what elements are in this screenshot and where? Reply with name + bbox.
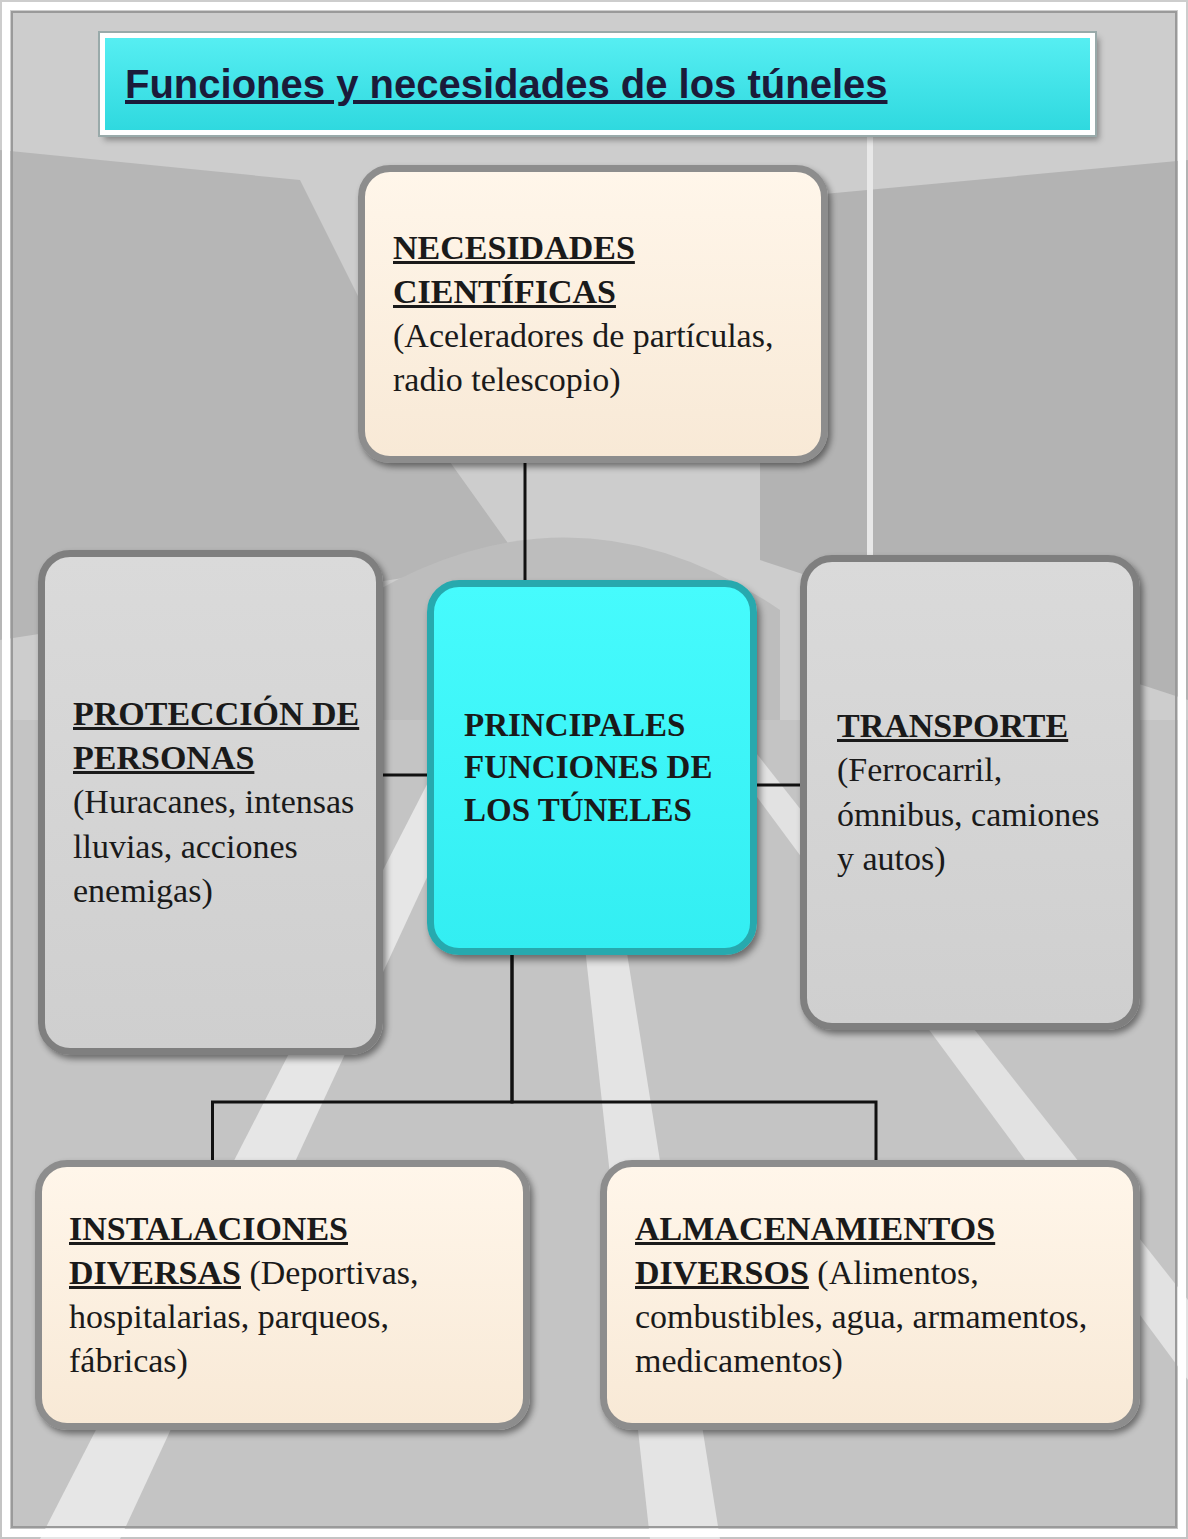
transport-box: TRANSPORTE(Ferrocarril, ómnibus, camione… [800, 555, 1140, 1030]
science-box: NECESIDADES CIENTÍFICAS(Aceleradores de … [358, 165, 828, 463]
installations-box: INSTALACIONES DIVERSAS (Deportivas, hosp… [35, 1160, 530, 1430]
box-body: (Aceleradores de partículas, radio teles… [393, 314, 795, 402]
central-box: PRINCIPALES FUNCIONES DE LOS TÚNELES [427, 580, 757, 955]
connector-line [383, 774, 427, 777]
box-body: (Huracanes, intensas lluvias, acciones e… [73, 780, 362, 913]
central-label: PRINCIPALES FUNCIONES DE LOS TÚNELES [464, 704, 738, 831]
box-text: ALMACENAMIENTOS DIVERSOS (Alimentos, com… [635, 1207, 1119, 1384]
box-heading: TRANSPORTE [837, 704, 1121, 748]
box-heading: PROTECCIÓN DE PERSONAS [73, 692, 362, 780]
protection-box: PROTECCIÓN DE PERSONAS(Huracanes, intens… [38, 550, 383, 1055]
box-body: (Ferrocarril, ómnibus, camiones y autos) [837, 748, 1121, 881]
box-heading: NECESIDADES CIENTÍFICAS [393, 226, 795, 314]
connector-line [757, 784, 800, 787]
connector-line [524, 463, 527, 580]
frame [12, 12, 1176, 1527]
title: Funciones y necesidades de los túneles [125, 62, 887, 107]
box-text: INSTALACIONES DIVERSAS (Deportivas, hosp… [69, 1207, 505, 1384]
frame [6, 6, 1182, 1533]
storage-box: ALMACENAMIENTOS DIVERSOS (Alimentos, com… [600, 1160, 1140, 1430]
title-banner: Funciones y necesidades de los túneles [100, 33, 1095, 135]
